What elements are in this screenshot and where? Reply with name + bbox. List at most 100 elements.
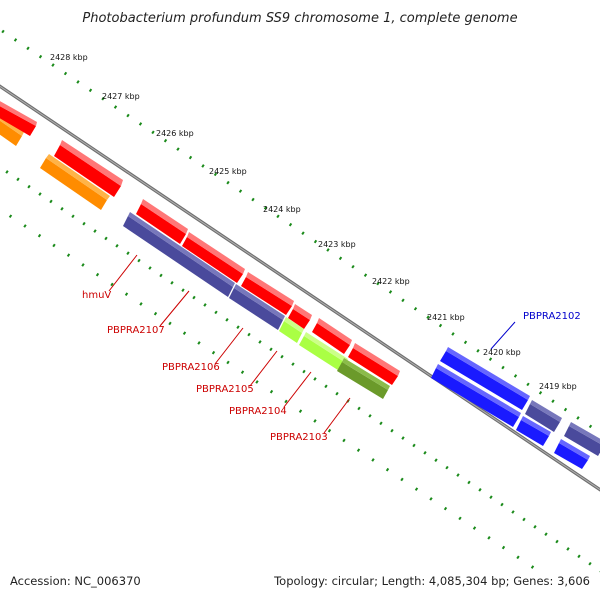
- gene-label-PBPRA2103[interactable]: PBPRA2103: [270, 432, 328, 443]
- label-leader-blue: [490, 321, 516, 350]
- scale-dots: [1, 29, 600, 573]
- scale-dot: [71, 214, 75, 219]
- scale-dot: [280, 354, 284, 359]
- scale-label-2419: 2419 kbp: [539, 382, 577, 391]
- scale-dot: [342, 438, 346, 443]
- scale-dot: [81, 263, 85, 267]
- scale-dot: [137, 258, 141, 263]
- gene-feature[interactable]: [312, 318, 352, 354]
- scale-dot: [203, 303, 207, 307]
- scale-dot: [522, 517, 526, 522]
- gene-feature[interactable]: [564, 422, 600, 456]
- scale-dot: [555, 539, 559, 544]
- gene-feature-PBPRA2105[interactable]: [299, 332, 348, 372]
- gene-feature[interactable]: [54, 140, 123, 197]
- gene-feature-PBPRA2107[interactable]: [229, 284, 285, 330]
- scale-dot: [51, 63, 55, 67]
- scale-dot: [357, 406, 361, 411]
- scale-dot: [163, 138, 168, 143]
- scale-dot: [412, 443, 416, 448]
- gene-feature[interactable]: [0, 100, 37, 136]
- gene-label-PBPRA2106[interactable]: PBPRA2106: [162, 362, 220, 373]
- scale-dot: [516, 555, 520, 560]
- scale-dot: [124, 292, 129, 297]
- gene-feature[interactable]: [136, 199, 188, 244]
- scale-dot: [478, 488, 482, 492]
- scale-dot: [467, 480, 471, 485]
- scale-dot: [544, 532, 548, 536]
- scale-dot: [288, 222, 293, 227]
- scale-dot: [501, 365, 505, 370]
- topology-text: Topology: circular; Length: 4,085,304 bp…: [273, 574, 590, 588]
- scale-dot: [176, 147, 180, 151]
- gene-label-PBPRA2104[interactable]: PBPRA2104: [229, 406, 287, 417]
- scale-dot: [414, 487, 419, 491]
- scale-dot: [533, 524, 537, 529]
- scale-dot: [225, 317, 229, 322]
- scale-dot: [313, 377, 317, 381]
- scale-dot: [326, 248, 330, 252]
- scale-dot: [526, 382, 530, 387]
- gene-feature[interactable]: [241, 272, 294, 315]
- gene-feature[interactable]: [516, 416, 551, 446]
- gene-feature-PBPRA2104[interactable]: [337, 358, 390, 399]
- scale-dot: [76, 80, 80, 84]
- scale-dot: [82, 221, 86, 226]
- scale-dot: [488, 357, 493, 361]
- scale-dot: [66, 253, 71, 258]
- gene-feature[interactable]: [348, 343, 400, 385]
- scale-dot: [513, 374, 518, 378]
- scale-label-2428: 2428 kbp: [50, 53, 88, 62]
- scale-dot: [8, 214, 13, 219]
- scale-dot: [159, 273, 163, 278]
- scale-dot: [23, 224, 27, 228]
- gene-feature[interactable]: [182, 232, 245, 283]
- gene-label-PBPRA2102[interactable]: PBPRA2102: [523, 311, 581, 322]
- scale-dot: [247, 332, 251, 337]
- gene-feature-PBPRA2102[interactable]: [440, 347, 530, 410]
- scale-dot: [153, 311, 158, 316]
- gene-label-PBPRA2107[interactable]: PBPRA2107: [107, 325, 165, 336]
- gene-feature[interactable]: [554, 439, 590, 469]
- gene-label-hmuV[interactable]: hmuV: [82, 290, 111, 301]
- scale-dot: [255, 380, 259, 384]
- gene-feature-PBPRA2106[interactable]: [279, 317, 304, 343]
- scale-dot: [197, 341, 201, 345]
- scale-label-2423: 2423 kbp: [318, 240, 356, 249]
- gene-feature[interactable]: [40, 154, 110, 210]
- scale-dot: [500, 502, 504, 507]
- scale-dot: [113, 105, 118, 109]
- scale-dot: [487, 536, 491, 540]
- scale-dot: [371, 458, 375, 462]
- gene-feature[interactable]: [525, 400, 562, 432]
- scale-dot: [577, 554, 581, 559]
- scale-dot: [401, 298, 405, 303]
- scale-dot: [52, 243, 56, 248]
- accession-text: Accession: NC_006370: [10, 574, 141, 588]
- scale-dot: [38, 54, 43, 59]
- scale-dot: [26, 46, 30, 51]
- scale-dot: [211, 350, 216, 355]
- scale-dot: [390, 428, 394, 433]
- gene-label-PBPRA2105[interactable]: PBPRA2105: [196, 384, 254, 395]
- scale-dot: [423, 451, 427, 455]
- scale-dot: [104, 236, 108, 241]
- scale-dot: [463, 340, 468, 345]
- scale-dot: [356, 448, 361, 452]
- gene-feature-hmuV[interactable]: [123, 212, 235, 297]
- scale-dot: [126, 251, 130, 256]
- gene-feature[interactable]: [431, 364, 521, 427]
- scale-dot: [476, 348, 480, 353]
- scale-dot: [351, 264, 355, 269]
- backbone: [0, 84, 600, 492]
- scale-dot: [269, 389, 274, 394]
- scale-dot: [385, 467, 390, 472]
- scale-dot: [213, 172, 218, 177]
- scale-dot: [251, 197, 255, 202]
- scale-dot: [16, 177, 20, 182]
- scale-dot: [226, 360, 230, 365]
- scale-dot: [201, 164, 205, 168]
- label-leaders: [108, 254, 351, 434]
- gene-feature[interactable]: [288, 304, 312, 329]
- scale-dot: [445, 465, 449, 470]
